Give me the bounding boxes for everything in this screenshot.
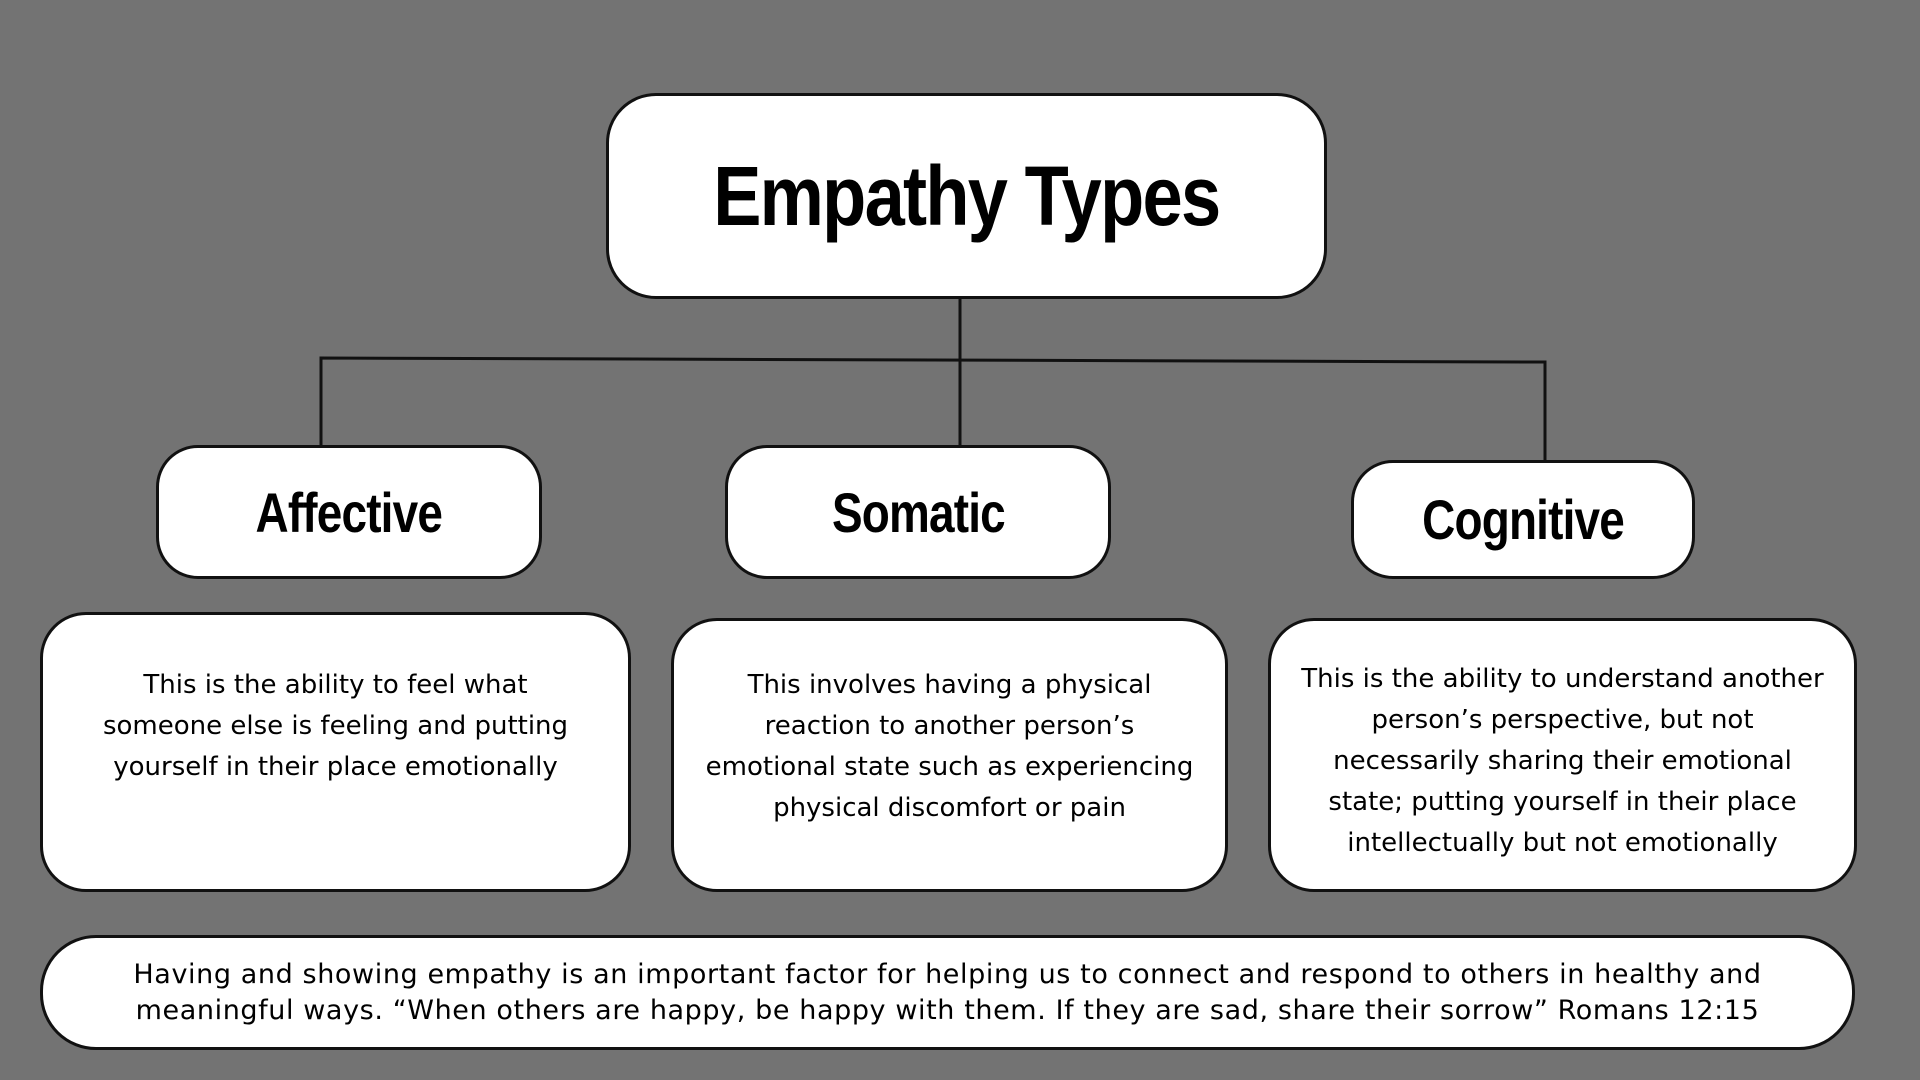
connector-horizontal-bar: [319, 356, 1547, 460]
type-label-somatic: Somatic: [831, 480, 1006, 544]
type-label-cognitive: Cognitive: [1422, 488, 1625, 551]
description-affective: This is the ability to feel what someone…: [102, 670, 569, 782]
footer-box: Having and showing empathy is an importa…: [40, 935, 1855, 1050]
type-box-affective: Affective: [156, 445, 542, 579]
description-box-affective: This is the ability to feel what someone…: [40, 612, 631, 892]
diagram-title: Empathy Types: [713, 148, 1221, 243]
type-box-somatic: Somatic: [725, 445, 1111, 579]
description-cognitive: This is the ability to understand anothe…: [1301, 664, 1824, 858]
footer-text: Having and showing empathy is an importa…: [133, 958, 1762, 1026]
description-somatic: This involves having a physical reaction…: [705, 670, 1194, 823]
type-box-cognitive: Cognitive: [1351, 460, 1695, 579]
type-label-affective: Affective: [255, 480, 443, 544]
description-box-cognitive: This is the ability to understand anothe…: [1268, 618, 1857, 892]
description-box-somatic: This involves having a physical reaction…: [671, 618, 1228, 892]
title-box: Empathy Types: [606, 93, 1327, 299]
